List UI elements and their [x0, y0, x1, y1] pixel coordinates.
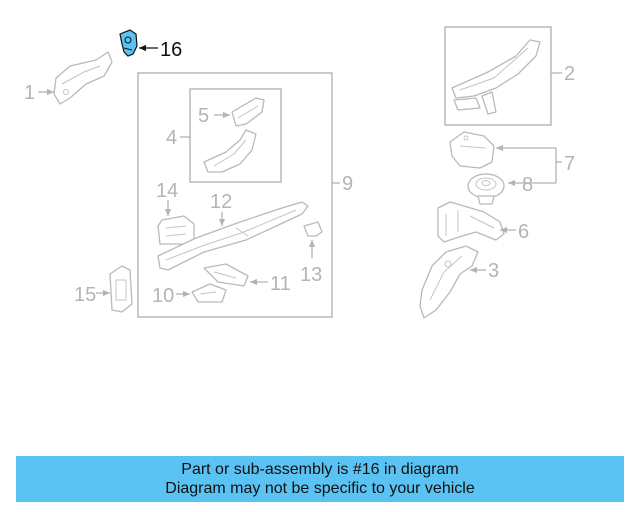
- group-frame-4: [189, 88, 282, 183]
- callout-7[interactable]: 7: [564, 153, 575, 175]
- part-10: [191, 283, 227, 303]
- part-8: [467, 173, 505, 205]
- callout-11[interactable]: 11: [270, 273, 291, 295]
- callout-3[interactable]: 3: [488, 260, 499, 282]
- banner-line-2: Diagram may not be specific to your vehi…: [165, 480, 475, 497]
- part-2: [451, 39, 541, 115]
- callout-16[interactable]: 16: [160, 39, 182, 61]
- part-5: [231, 97, 265, 127]
- parts-diagram: 16 1 9 4 5 14 12 13: [24, 26, 575, 319]
- callout-6[interactable]: 6: [518, 221, 529, 243]
- callout-5[interactable]: 5: [198, 105, 209, 127]
- part-15: [109, 265, 133, 313]
- callout-13[interactable]: 13: [300, 264, 322, 286]
- part-7: [449, 131, 495, 169]
- part-4: [203, 129, 257, 173]
- callout-8[interactable]: 8: [522, 174, 533, 196]
- callout-2[interactable]: 2: [564, 63, 575, 85]
- part-6: [437, 201, 505, 243]
- group-frame-9: [137, 72, 333, 318]
- callout-1[interactable]: 1: [24, 82, 35, 104]
- part-3: [419, 245, 479, 319]
- part-1: [53, 51, 113, 105]
- callout-4[interactable]: 4: [166, 127, 177, 149]
- group-frame-2: [444, 26, 552, 126]
- part-14: [157, 215, 195, 245]
- part-12: [157, 201, 309, 271]
- callout-15[interactable]: 15: [74, 284, 96, 306]
- info-banner: Part or sub-assembly is #16 in diagram D…: [16, 456, 624, 502]
- part-11: [203, 263, 249, 287]
- callout-14[interactable]: 14: [156, 180, 178, 202]
- callout-9[interactable]: 9: [342, 173, 353, 195]
- callout-12[interactable]: 12: [210, 191, 232, 213]
- part-16-highlighted[interactable]: [119, 29, 138, 57]
- callout-10[interactable]: 10: [152, 285, 174, 307]
- banner-line-1: Part or sub-assembly is #16 in diagram: [181, 461, 459, 478]
- part-13: [303, 221, 323, 237]
